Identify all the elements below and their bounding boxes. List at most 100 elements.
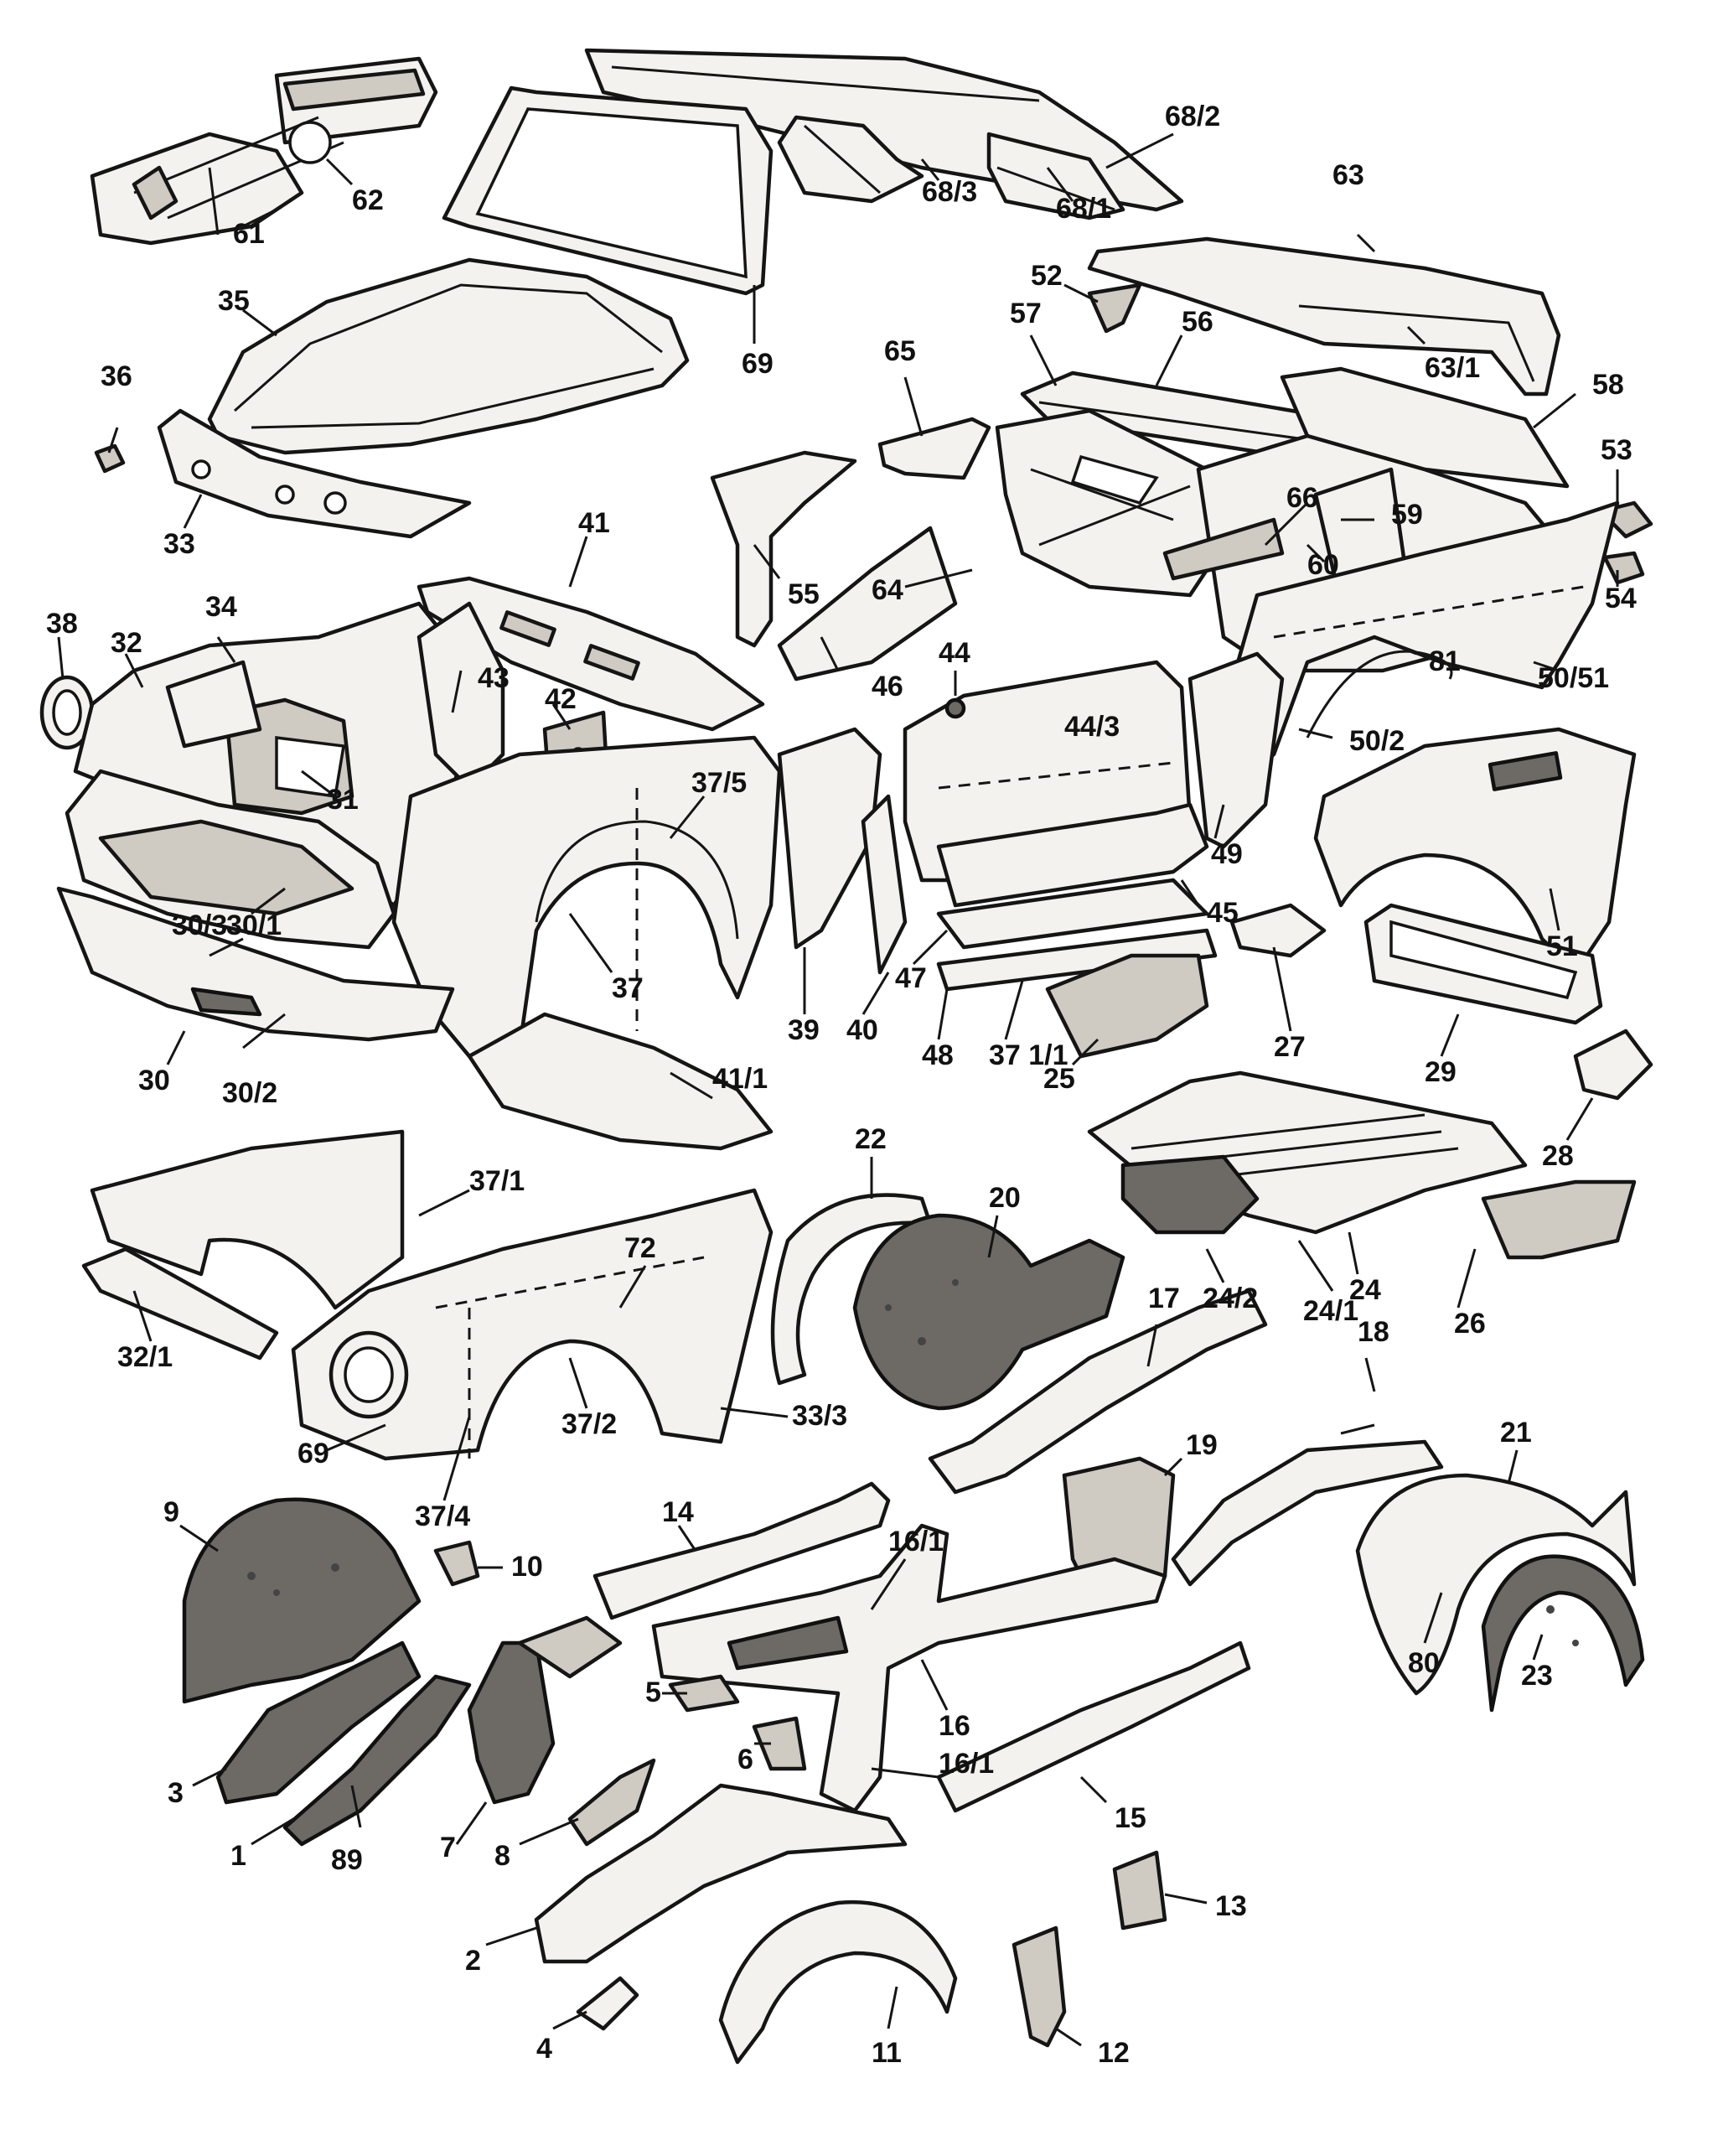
label-12: 12 (1098, 2037, 1130, 2069)
label-5: 5 (645, 1677, 661, 1708)
wheel-arch-9 (182, 1497, 422, 1704)
label-34: 34 (205, 591, 237, 623)
label-55: 55 (788, 578, 820, 610)
label-68-2: 68/2 (1165, 101, 1220, 132)
rear-deck-lid (1087, 236, 1561, 396)
label-33-3: 33/3 (792, 1400, 847, 1432)
wheel-arch-22 (770, 1193, 933, 1386)
hardtop (584, 48, 1184, 220)
label-9: 9 (163, 1496, 179, 1528)
label-28: 28 (1542, 1140, 1574, 1172)
dash-frame-assembly (90, 56, 438, 246)
label-29: 29 (1425, 1056, 1457, 1088)
label-8: 8 (494, 1840, 510, 1872)
label-36: 36 (101, 360, 132, 392)
label-6: 6 (737, 1744, 753, 1775)
label-63-1: 63/1 (1425, 352, 1480, 384)
label-53: 53 (1601, 434, 1632, 466)
label-72: 72 (624, 1232, 656, 1264)
label-41: 41 (578, 507, 610, 539)
chassis-leg-2 (534, 1783, 908, 1964)
label-1: 1 (230, 1840, 246, 1872)
clip-54 (1602, 551, 1645, 585)
rear-wheel-arches (1355, 1473, 1645, 1713)
label-16-1a: 16/1 (888, 1526, 944, 1557)
label-48: 48 (922, 1039, 954, 1071)
leader-lines (57, 132, 1619, 2047)
label-47: 47 (895, 962, 927, 994)
label-81: 81 (1429, 645, 1461, 677)
label-44-3: 44/3 (1064, 711, 1120, 743)
label-35: 35 (218, 285, 250, 317)
a-pillar-55 (710, 450, 857, 648)
label-22: 22 (855, 1123, 887, 1155)
label-14: 14 (662, 1496, 694, 1528)
label-59: 59 (1391, 499, 1423, 531)
panel-65 (877, 417, 991, 480)
label-17: 17 (1148, 1283, 1180, 1314)
bracket-5 (668, 1674, 740, 1713)
label-18: 18 (1358, 1316, 1389, 1348)
label-37-5: 37/5 (691, 767, 747, 799)
label-52: 52 (1031, 260, 1063, 292)
b-post-49 (1187, 651, 1285, 849)
label-69-top: 69 (742, 348, 774, 380)
label-33: 33 (163, 528, 195, 560)
label-68-1: 68/1 (1056, 193, 1111, 225)
front-wing-72 (291, 1188, 774, 1461)
label-37-1: 37/1 (469, 1165, 525, 1197)
label-23: 23 (1521, 1660, 1553, 1692)
label-11: 11 (872, 2037, 902, 2069)
label-32: 32 (111, 627, 142, 659)
sill-assembly (936, 802, 1218, 992)
label-30-3: 30/3 (172, 910, 227, 941)
label-45: 45 (1207, 897, 1239, 929)
label-7: 7 (440, 1832, 456, 1863)
a-post-39-40 (777, 727, 908, 975)
front-end-rail-32-1 (81, 1246, 279, 1360)
grille-surround (65, 769, 396, 950)
chassis-part-4 (576, 1976, 639, 2031)
floor-pan (1087, 1070, 1528, 1235)
front-chassis-legs (215, 1615, 623, 1847)
chassis-rail-18 (1171, 1439, 1444, 1587)
chassis-rail-17 (928, 1288, 1268, 1495)
label-89: 89 (331, 1844, 363, 1876)
label-13: 13 (1215, 1890, 1247, 1922)
label-24-2: 24/2 (1203, 1283, 1258, 1314)
label-20: 20 (989, 1182, 1021, 1214)
chassis-rail-14 (592, 1481, 891, 1620)
wheel-arch-20 (852, 1213, 1125, 1411)
label-31: 31 (327, 784, 359, 816)
label-24: 24 (1349, 1274, 1381, 1306)
bracket-28 (1573, 1029, 1653, 1101)
label-41-1: 41/1 (712, 1063, 768, 1095)
bracket-13 (1112, 1850, 1167, 1931)
label-26: 26 (1454, 1308, 1486, 1340)
windscreen-frame (442, 86, 774, 296)
label-43: 43 (478, 662, 510, 694)
label-21: 21 (1500, 1417, 1532, 1449)
chassis-rail-15 (936, 1640, 1251, 1813)
label-3: 3 (168, 1777, 184, 1809)
label-68-3: 68/3 (922, 176, 977, 208)
label-27: 27 (1274, 1031, 1306, 1063)
label-30: 30 (138, 1065, 170, 1096)
front-wing-37-1 (90, 1129, 405, 1310)
label-16: 16 (939, 1710, 970, 1742)
bracket-27 (1229, 903, 1327, 958)
label-58: 58 (1592, 369, 1624, 401)
crossmember-16 (651, 1523, 1167, 1813)
front-valance (56, 886, 455, 1042)
label-39: 39 (788, 1014, 820, 1046)
bonnet (207, 257, 690, 455)
label-19: 19 (1186, 1429, 1218, 1461)
label-64: 64 (872, 574, 903, 606)
label-30-1: 30/1 (226, 910, 282, 941)
rear-panel-29 (1363, 903, 1603, 1025)
bracket-8 (567, 1758, 656, 1847)
label-25: 25 (1043, 1063, 1075, 1095)
bracket-52 (1087, 282, 1142, 334)
label-37-4: 37/4 (415, 1500, 470, 1532)
